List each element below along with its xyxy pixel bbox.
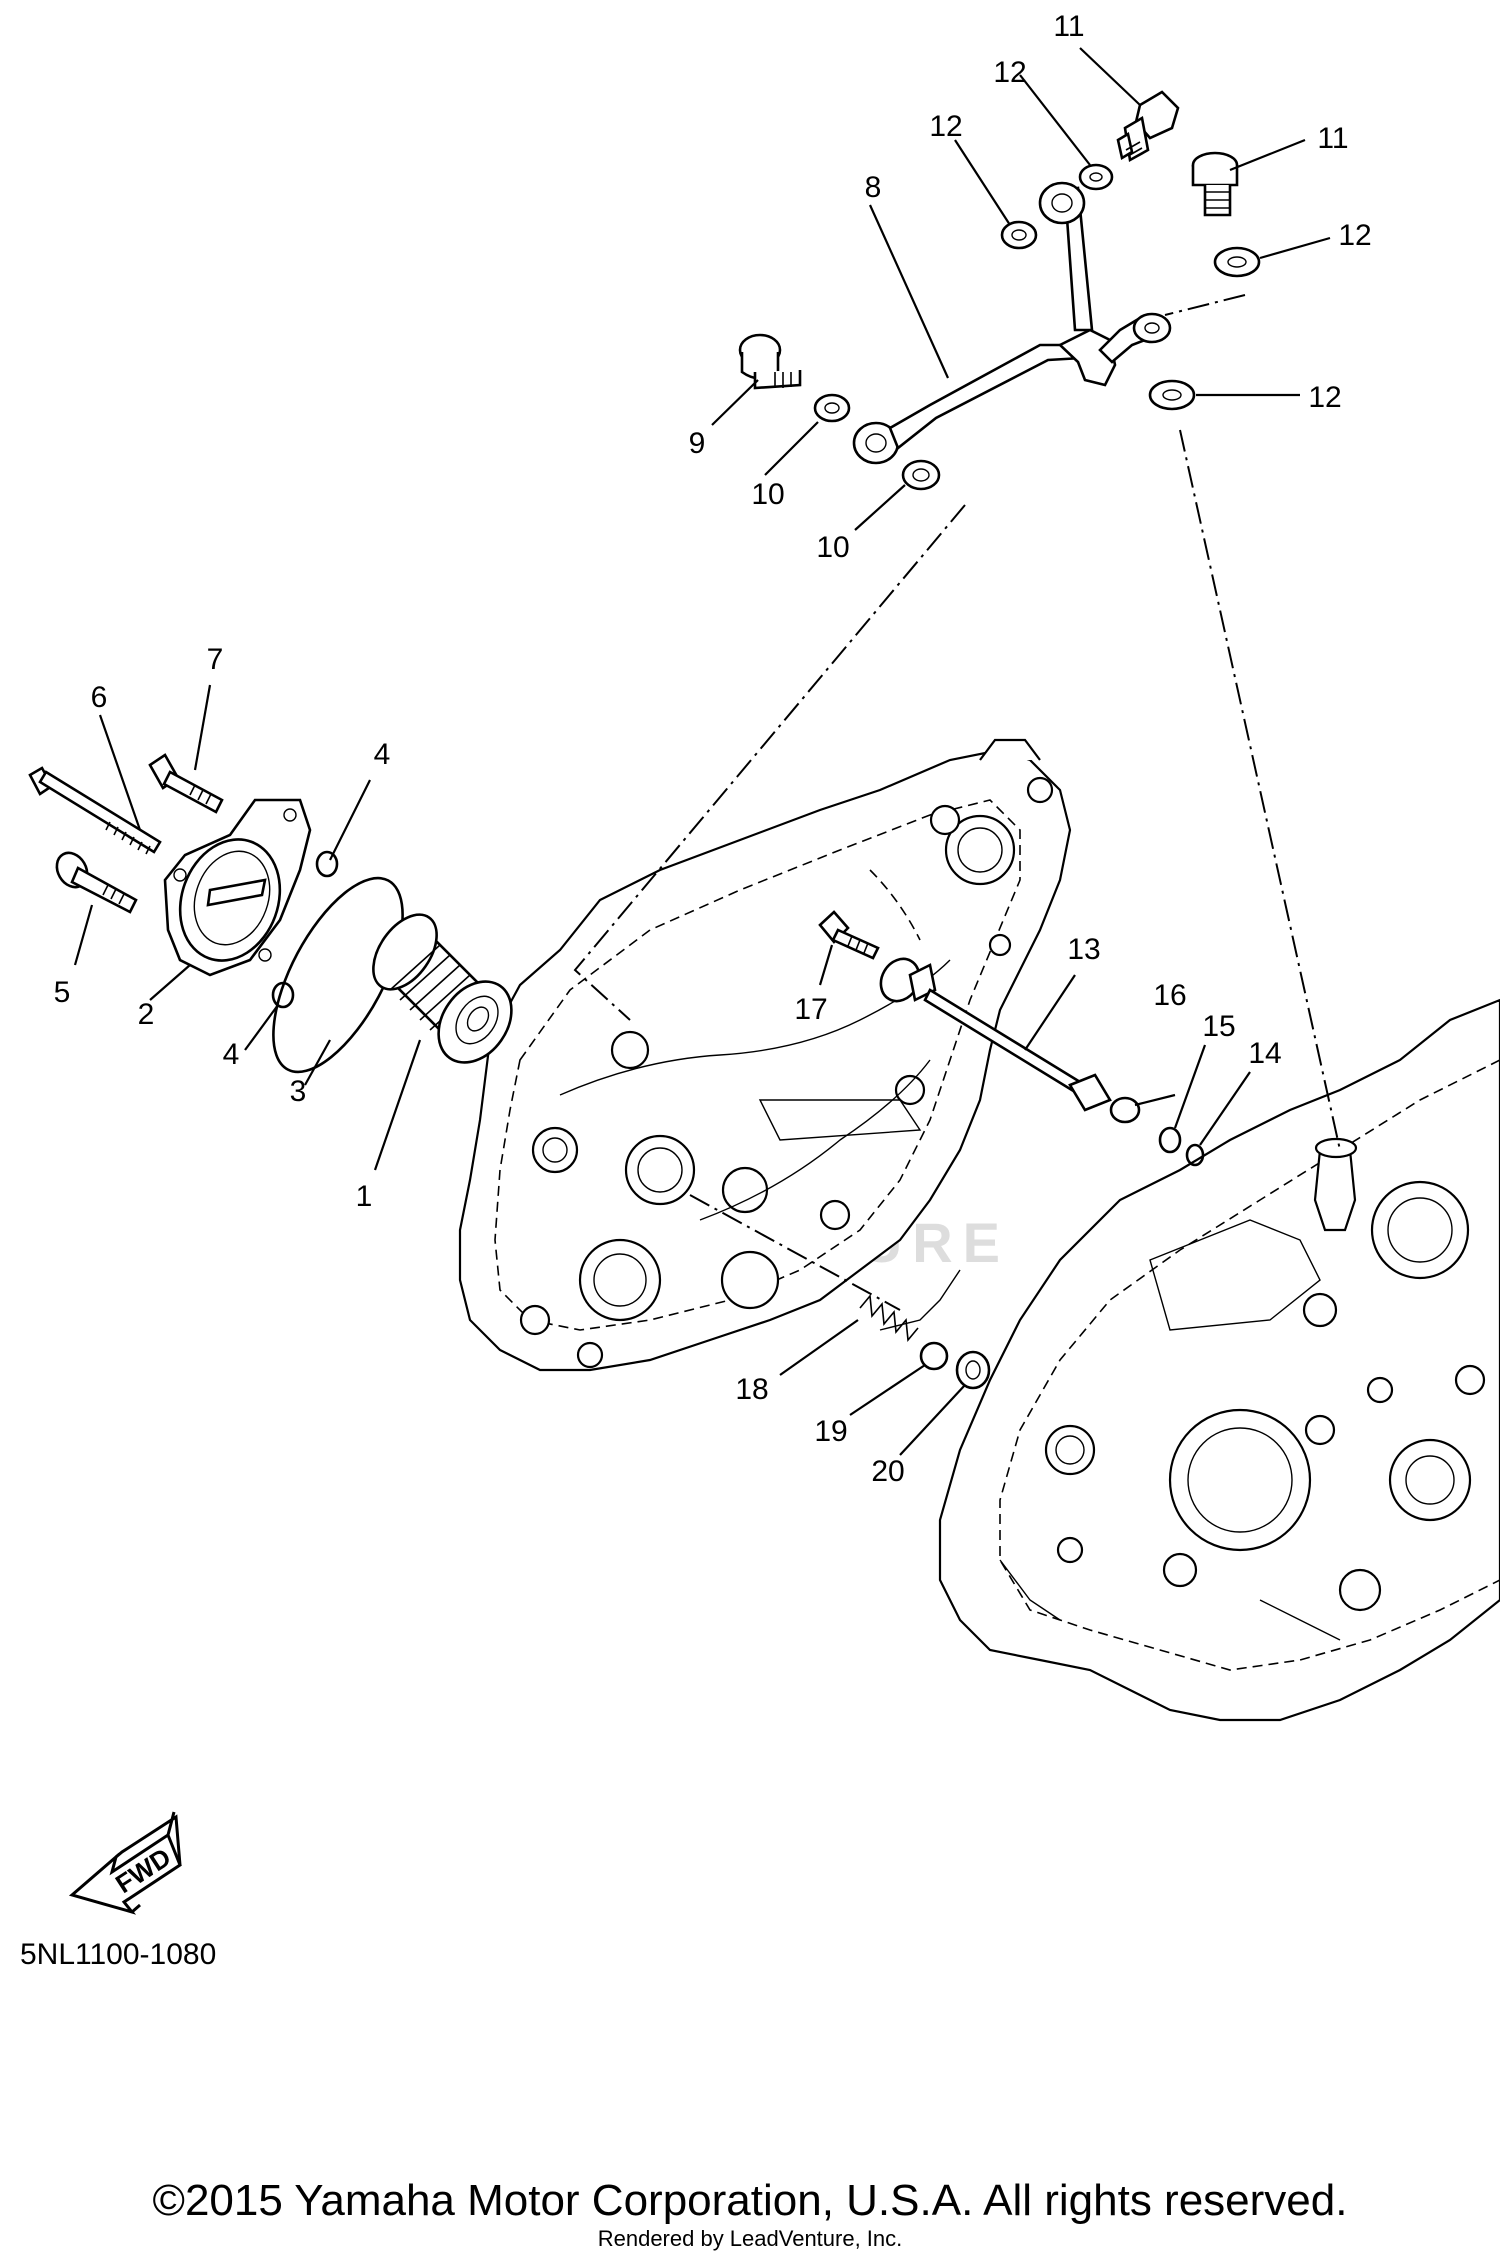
right-crankcase [938,998,1500,1722]
o-ring-16 [1109,1096,1141,1124]
callout-14: 14 [1248,1037,1281,1070]
bolt-7 [148,753,224,814]
callout-10-b: 10 [816,531,849,564]
washer-10-b [901,459,941,491]
bolt-6 [28,766,162,855]
callout-18: 18 [735,1373,768,1406]
bolt-17 [818,910,880,960]
callout-20: 20 [871,1455,904,1488]
callout-7: 7 [207,643,224,676]
union-bolt-11-right [1191,151,1239,217]
oil-filter-1 [372,913,513,1064]
callout-5: 5 [54,976,71,1009]
washer-12-d [1148,379,1196,411]
callout-1: 1 [356,1180,373,1213]
callout-12-b: 12 [929,110,962,143]
callout-8: 8 [865,171,882,204]
callout-12-d: 12 [1308,381,1341,414]
oil-delivery-pipe-8 [852,181,1172,465]
callout-12-c: 12 [1338,219,1371,252]
rendered-by: Rendered by LeadVenture, Inc. [598,2226,903,2251]
callout-4-lower: 4 [223,1038,240,1071]
washer-12-c [1213,246,1261,278]
plug-20 [955,1350,991,1390]
callout-17: 17 [794,993,827,1026]
o-ring-14 [1185,1143,1205,1167]
washer-10-a [813,393,851,423]
callout-11-top: 11 [1053,10,1084,43]
washer-12-b [1078,163,1114,191]
union-bolt-11-top [1116,90,1180,163]
o-ring-15 [1158,1126,1182,1154]
o-ring-4-upper [315,850,339,878]
union-bolt-9 [738,333,802,390]
washer-12-a [1000,220,1038,250]
copyright-notice: ©2015 Yamaha Motor Corporation, U.S.A. A… [153,2176,1348,2225]
diagram-code: 5NL1100-1080 [20,1938,216,1971]
fwd-arrow-icon: FWD [68,1811,182,1915]
oil-filter-cover-2 [163,798,312,977]
callout-lines [73,47,1331,1456]
callout-4-upper: 4 [374,738,391,771]
callout-labels: 1 2 3 4 4 5 6 7 8 9 10 10 11 11 12 12 12… [54,10,1372,1488]
callout-10-a: 10 [751,478,784,511]
callout-3: 3 [290,1075,307,1108]
shaft-13 [879,957,1112,1112]
leader-lines [573,294,1341,1311]
callout-19: 19 [814,1415,847,1448]
callout-16: 16 [1153,979,1186,1012]
callout-9: 9 [689,427,706,460]
bolt-5 [55,851,138,914]
callout-12-a: 12 [993,56,1026,89]
callout-6: 6 [91,681,108,714]
left-crankcase [458,738,1072,1372]
o-ring-3 [272,876,404,1074]
callout-2: 2 [138,998,155,1031]
callout-15: 15 [1202,1010,1235,1043]
callout-11-right: 11 [1317,122,1348,155]
spring-18 [859,1294,919,1342]
ball-19 [919,1341,949,1371]
callout-13: 13 [1067,933,1100,966]
